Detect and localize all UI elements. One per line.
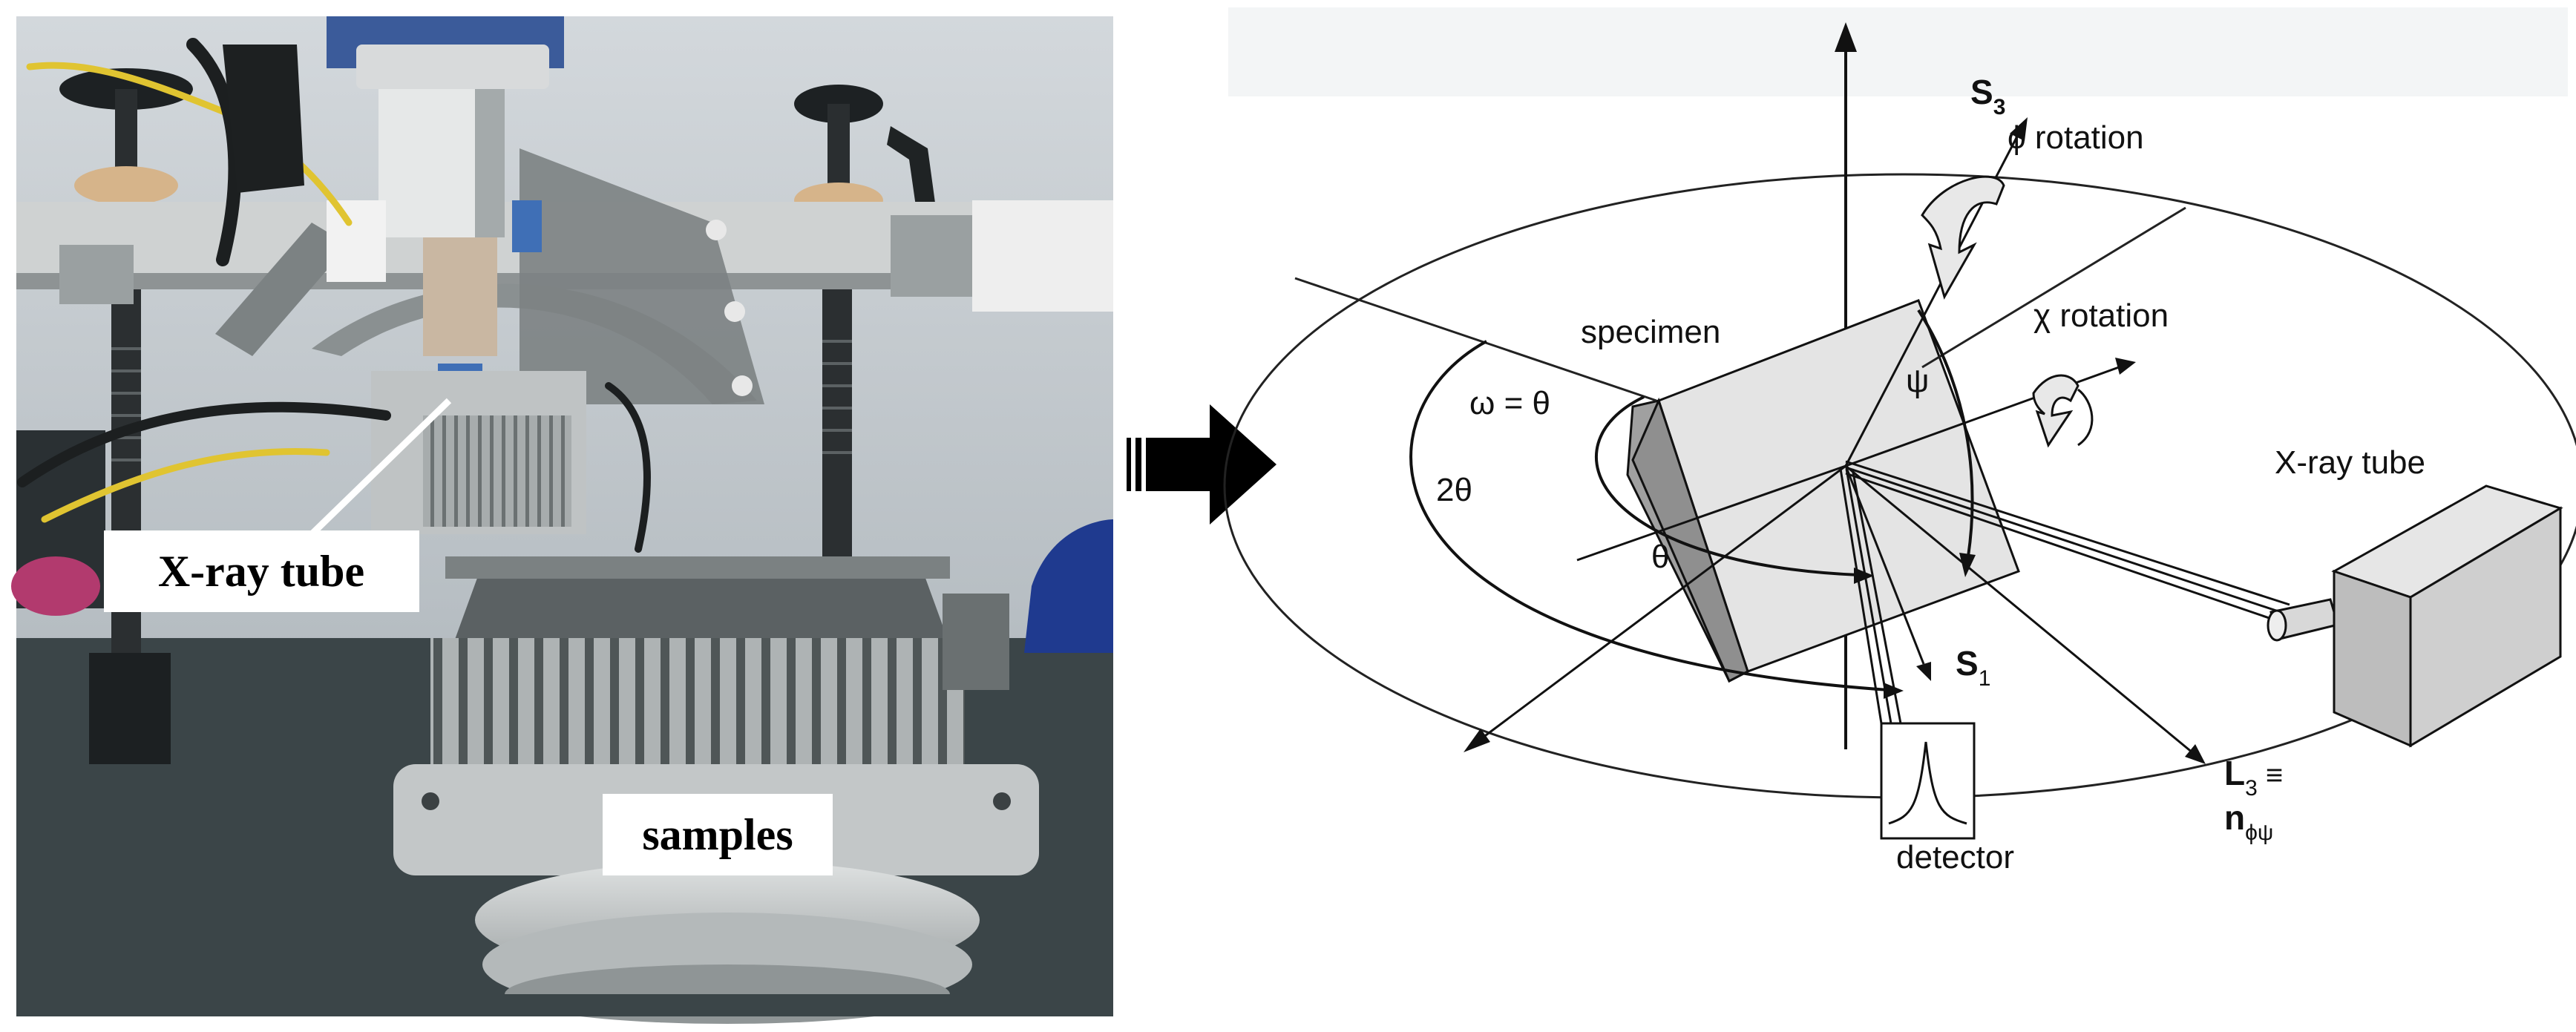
s1-label: S1 bbox=[1956, 644, 1990, 691]
left-foot-block bbox=[89, 653, 171, 764]
xray-tube-label-box bbox=[104, 530, 419, 612]
tube-nozzle-tip bbox=[2267, 609, 2287, 642]
two-theta-arc bbox=[1409, 340, 1890, 691]
white-cloth bbox=[972, 200, 1113, 312]
black-connector bbox=[223, 45, 304, 193]
phi-rotation-arrow bbox=[1921, 175, 2005, 300]
s3-label-main: S bbox=[1970, 73, 1993, 111]
diagram-top-shade bbox=[1228, 7, 2568, 96]
n-label-main: n bbox=[2224, 798, 2245, 837]
goniometer-arc-left bbox=[215, 223, 349, 356]
samples-photo-label: samples bbox=[642, 810, 793, 859]
l3-axis bbox=[1845, 464, 2194, 755]
specimen-front-face bbox=[1631, 397, 1749, 683]
vertical-axis-head bbox=[1835, 22, 1857, 52]
phi-rotation-label: ϕ rotation bbox=[2008, 119, 2144, 156]
s3-axis-head bbox=[2010, 117, 2028, 141]
tube-neck bbox=[423, 237, 497, 356]
floor-strip bbox=[16, 994, 1113, 1016]
diagonal-axis-head bbox=[1464, 729, 1490, 752]
xray-tube-diagram-label: X-ray tube bbox=[2275, 444, 2425, 481]
photo-panel: X-ray tube samples bbox=[11, 16, 1113, 1024]
base-hole-2 bbox=[993, 792, 1011, 810]
blue-glove bbox=[1024, 519, 1113, 653]
transition-arrow bbox=[1127, 404, 1276, 525]
base-hole-1 bbox=[422, 792, 439, 810]
xray-tube-pointer bbox=[309, 398, 452, 537]
tube-blue-tag bbox=[512, 200, 542, 252]
diagram-panel: S3 ϕ rotation χ rotation specimen ψ ω = … bbox=[1223, 7, 2576, 875]
tube-box-front bbox=[2333, 569, 2412, 748]
s1-label-main: S bbox=[1956, 644, 1979, 683]
samples-label-box bbox=[603, 794, 833, 875]
holder-lid bbox=[453, 564, 950, 645]
detector-label: detector bbox=[1896, 839, 2014, 875]
psi-label: ψ bbox=[1906, 363, 1929, 399]
specimen-label: specimen bbox=[1581, 314, 1720, 350]
chi-rotation-label: χ rotation bbox=[2033, 298, 2169, 334]
s3-label-sub: 3 bbox=[1993, 95, 2006, 119]
detector-frame bbox=[1880, 722, 1976, 840]
s3-label: S3 bbox=[1970, 73, 2005, 119]
theta-label: θ bbox=[1651, 539, 1669, 575]
diagonal-axis bbox=[1476, 464, 1846, 743]
psi-arc bbox=[1917, 309, 1974, 557]
omega-arc-head bbox=[1854, 568, 1874, 584]
diffracted-beam bbox=[1839, 468, 1902, 724]
plane-line-left bbox=[1294, 277, 1657, 402]
xray-tube-photo-label: X-ray tube bbox=[158, 547, 364, 596]
s1-label-sub: 1 bbox=[1979, 666, 1991, 691]
rod-thread-lines bbox=[111, 340, 852, 461]
chi-axis-head bbox=[2115, 358, 2136, 375]
detector-peak bbox=[1888, 741, 1967, 825]
goniometer-arc-plate bbox=[520, 148, 764, 404]
omega-arc bbox=[1595, 395, 1860, 576]
chi-rotation-arrow bbox=[2032, 374, 2094, 448]
tube-side-block bbox=[327, 200, 386, 282]
arc-bolt-2 bbox=[724, 301, 745, 322]
incident-beam bbox=[1845, 460, 2290, 625]
two-theta-arc-head bbox=[1884, 683, 1904, 699]
knob-stem-right bbox=[827, 104, 850, 193]
n-label: nϕψ bbox=[2224, 798, 2273, 845]
s1-axis-head bbox=[1916, 662, 1931, 681]
plane-line-right bbox=[1921, 206, 2186, 369]
arc-bolt-1 bbox=[706, 220, 727, 240]
theta-axis-line bbox=[1576, 464, 1846, 562]
holder-top-rim bbox=[445, 556, 950, 579]
n-label-sub: ϕψ bbox=[2245, 821, 2273, 845]
detector bbox=[1880, 722, 1976, 840]
collar-left bbox=[74, 166, 178, 205]
xray-tube-source bbox=[2267, 484, 2563, 748]
l3-axis-head bbox=[2185, 744, 2206, 764]
omega-theta-label: ω = θ bbox=[1469, 385, 1550, 421]
crossbar-bracket-right bbox=[891, 215, 980, 297]
tube-box-side bbox=[2409, 506, 2562, 748]
detector-heatsink bbox=[423, 415, 571, 527]
crossbar-bracket-left bbox=[59, 245, 134, 304]
l3-label-equiv: ≡ bbox=[2258, 759, 2283, 792]
tube-body-shade bbox=[475, 89, 505, 237]
two-theta-label: 2θ bbox=[1436, 472, 1472, 508]
l3-label-main: L bbox=[2224, 754, 2245, 792]
l3-label: L3 ≡ bbox=[2224, 754, 2283, 801]
holder-side-block bbox=[943, 594, 1009, 690]
pink-object bbox=[11, 556, 100, 616]
tube-flange bbox=[356, 45, 549, 89]
knob-stem-left bbox=[115, 89, 137, 178]
psi-arc-head bbox=[1959, 553, 1976, 577]
arc-bolt-3 bbox=[732, 375, 753, 396]
l3-label-sub: 3 bbox=[2245, 776, 2258, 801]
